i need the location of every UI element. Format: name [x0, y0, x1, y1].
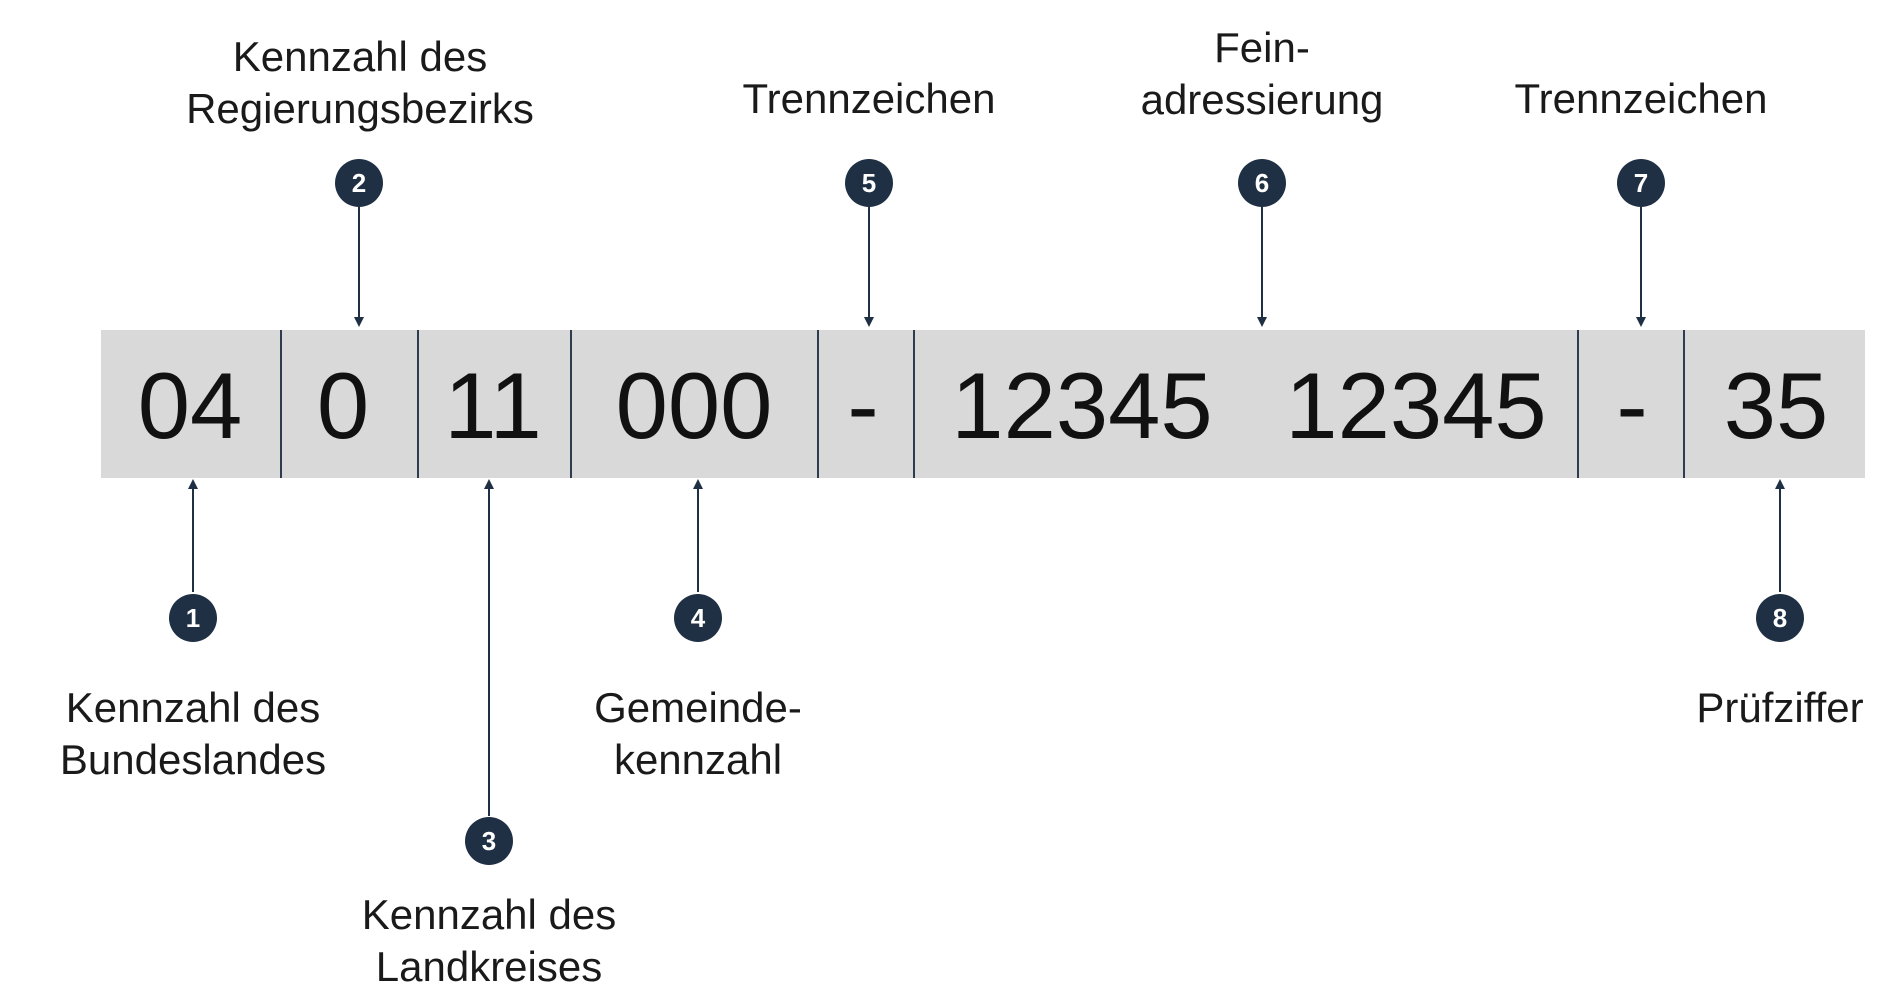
label-gemeinde-line-2: kennzahl [614, 736, 782, 783]
badge-4 [674, 594, 722, 642]
label-feinadressierung-line-1: Fein- [1214, 24, 1310, 71]
badge-7-number: 7 [1634, 168, 1648, 198]
label-trennzeichen-2: Trennzeichen [1515, 75, 1768, 122]
badge-6-number: 6 [1255, 168, 1269, 198]
badge-4-number: 4 [691, 603, 706, 633]
label-pruefziffer: Prüfziffer [1696, 684, 1863, 731]
segment-regierungsbezirk-code: 0 [317, 353, 369, 458]
label-gemeinde-line-1: Gemeinde- [594, 684, 802, 731]
badge-2-number: 2 [352, 168, 366, 198]
code-bar: 04 0 11 000 - 12345 12345 - 35 [101, 330, 1865, 478]
label-bundesland-line-1: Kennzahl des [66, 684, 321, 731]
callout-landkreis: 3 Kennzahl des Landkreises [362, 479, 617, 990]
badge-5 [845, 159, 893, 207]
badge-1-number: 1 [186, 603, 200, 633]
label-feinadressierung-line-2: adressierung [1141, 76, 1384, 123]
callout-trennzeichen-2: Trennzeichen 7 [1515, 75, 1768, 327]
label-landkreis-line-2: Landkreises [376, 943, 602, 990]
badge-8-number: 8 [1773, 603, 1787, 633]
label-bundesland-line-2: Bundeslandes [60, 736, 326, 783]
label-landkreis-line-1: Kennzahl des [362, 891, 617, 938]
badge-1 [169, 594, 217, 642]
badge-5-number: 5 [862, 168, 876, 198]
callout-bundesland: 1 Kennzahl des Bundeslandes [60, 479, 326, 783]
callout-gemeinde: 4 Gemeinde- kennzahl [594, 479, 802, 783]
label-regierungsbezirk-line-1: Kennzahl des [233, 33, 488, 80]
label-trennzeichen-1: Trennzeichen [743, 75, 996, 122]
badge-3-number: 3 [482, 826, 496, 856]
badge-3 [465, 817, 513, 865]
segment-separator-1: - [847, 353, 878, 458]
badge-2 [335, 159, 383, 207]
callout-pruefziffer: 8 Prüfziffer [1696, 479, 1864, 731]
callout-trennzeichen-1: Trennzeichen 5 [743, 75, 996, 327]
label-regierungsbezirk-line-2: Regierungsbezirks [186, 85, 534, 132]
segment-bundesland-code: 04 [138, 353, 243, 458]
badge-8 [1756, 594, 1804, 642]
code-bar-background [101, 330, 1865, 478]
badge-7 [1617, 159, 1665, 207]
segment-feinadressierung-part-1: 12345 [951, 353, 1212, 458]
callout-feinadressierung: Fein- adressierung 6 [1141, 24, 1384, 327]
segment-pruefziffer: 35 [1724, 353, 1829, 458]
callout-regierungsbezirk: Kennzahl des Regierungsbezirks 2 [186, 33, 534, 327]
badge-6 [1238, 159, 1286, 207]
segment-separator-2: - [1616, 353, 1647, 458]
segment-landkreis-code: 11 [444, 353, 542, 458]
segment-feinadressierung-part-2: 12345 [1285, 353, 1546, 458]
segment-gemeinde-code: 000 [616, 353, 773, 458]
